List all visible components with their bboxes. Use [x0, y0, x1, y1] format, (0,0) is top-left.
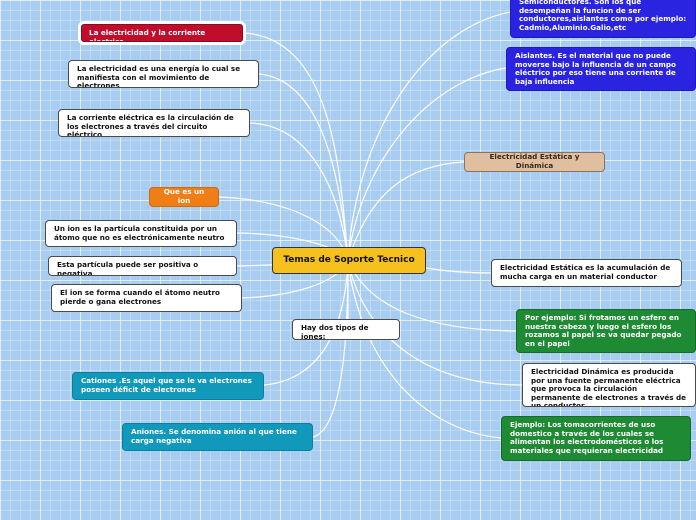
node-semiconductores[interactable]: Semiconductores. Son los que desempeñan … [510, 0, 696, 38]
node-que-es-ion[interactable]: Que es un ion [149, 187, 219, 207]
node-aniones-label: Aniones. Se denomina anión al que tiene … [131, 427, 297, 445]
node-tipos-iones-label: Hay dos tipos de iones: [301, 323, 369, 340]
node-ion-particula[interactable]: Un ion es la partícula constituida por u… [45, 220, 237, 247]
node-ejemplo-tomacorrientes[interactable]: Ejemplo: Los tomacorrientes de uso domes… [501, 416, 691, 461]
node-aislantes[interactable]: Aislantes. Es el material que no puede m… [506, 47, 696, 91]
node-electricidad-estatica[interactable]: Electricidad Estática es la acumulación … [491, 259, 682, 287]
node-aniones[interactable]: Aniones. Se denomina anión al que tiene … [122, 423, 313, 451]
node-particula-positiva-label: Esta partícula puede ser positiva o nega… [57, 260, 199, 276]
connector-ejemplo-tomacorrientes [347, 260, 502, 439]
node-electricidad-corriente[interactable]: La electricidad y la corriente electrica [81, 24, 243, 42]
node-corriente-electrica-label: La corriente eléctrica es la circulación… [67, 113, 234, 137]
connector-electricidad-energia [258, 73, 349, 262]
node-electricidad-corriente-label: La electricidad y la corriente electrica [89, 28, 206, 42]
node-estatica-dinamica[interactable]: Electricidad Estática y Dinámica [464, 152, 605, 172]
node-cationes[interactable]: Cationes .Es aquel que se le va electron… [72, 372, 264, 400]
central-topic-label: Temas de Soporte Tecnico [283, 255, 415, 265]
node-corriente-electrica[interactable]: La corriente eléctrica es la circulación… [58, 109, 250, 137]
node-ejemplo-tomacorrientes-label: Ejemplo: Los tomacorrientes de uso domes… [510, 420, 664, 455]
node-aislantes-label: Aislantes. Es el material que no puede m… [515, 51, 676, 86]
connector-electricidad-corriente [244, 32, 349, 262]
node-particula-positiva[interactable]: Esta partícula puede ser positiva o nega… [48, 256, 237, 276]
node-electricidad-dinamica-label: Electricidad Dinámica es producida por u… [531, 367, 687, 407]
connector-corriente-electrica [249, 122, 349, 262]
connector-semiconductores [347, 11, 511, 262]
node-ion-particula-label: Un ion es la partícula constituida por u… [54, 224, 225, 242]
node-electricidad-energia-label: La electricidad es una energía lo cual s… [77, 64, 241, 88]
central-topic[interactable]: Temas de Soporte Tecnico [272, 247, 426, 274]
node-electricidad-dinamica[interactable]: Electricidad Dinámica es producida por u… [522, 363, 696, 407]
node-electricidad-energia[interactable]: La electricidad es una energía lo cual s… [68, 60, 259, 88]
node-ejemplo-frotamos-label: Por ejemplo: Si frotamos un esfero en nu… [525, 313, 682, 348]
node-ion-forma-label: El ion se forma cuando el átomo neutro p… [60, 288, 220, 306]
node-cationes-label: Cationes .Es aquel que se le va electron… [81, 376, 252, 394]
node-que-es-ion-label: Que es un ion [163, 187, 205, 205]
node-ejemplo-frotamos[interactable]: Por ejemplo: Si frotamos un esfero en nu… [516, 309, 696, 353]
node-electricidad-estatica-label: Electricidad Estática es la acumulación … [500, 263, 671, 281]
node-semiconductores-label: Semiconductores. Son los que desempeñan … [519, 0, 687, 32]
connector-electricidad-estatica [425, 267, 492, 274]
node-estatica-dinamica-label: Electricidad Estática y Dinámica [489, 152, 580, 170]
node-ion-forma[interactable]: El ion se forma cuando el átomo neutro p… [51, 284, 242, 312]
node-tipos-iones[interactable]: Hay dos tipos de iones: [292, 319, 400, 340]
connector-aniones [312, 260, 349, 438]
